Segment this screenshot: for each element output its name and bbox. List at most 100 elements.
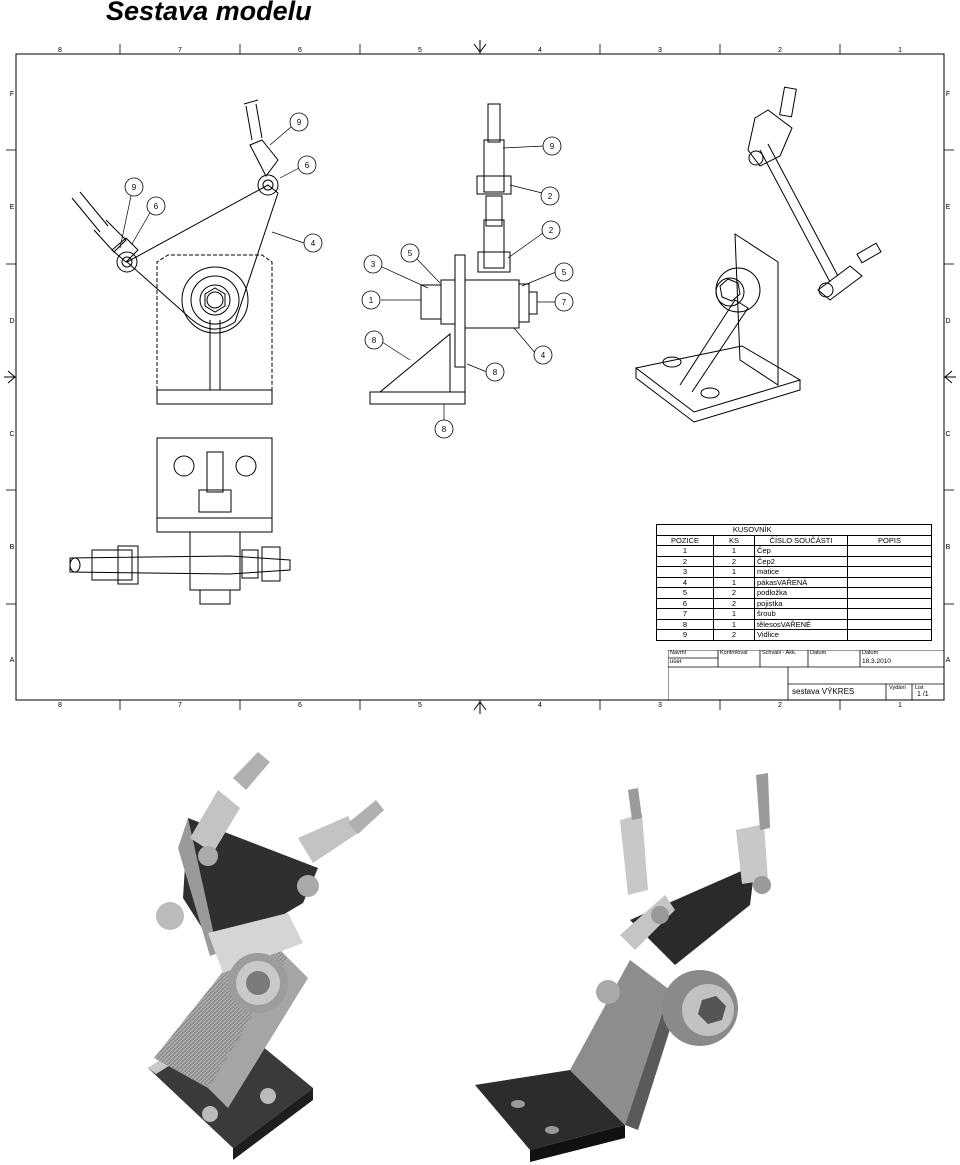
zone-col-4-bottom: 4	[538, 702, 542, 709]
zone-col-7-top: 7	[178, 47, 182, 54]
zone-col-8-bottom: 8	[58, 702, 62, 709]
zone-col-4-top: 4	[538, 47, 542, 54]
designed-label: Navrhl	[670, 650, 686, 656]
drawing-name: sestava VÝKRES	[792, 687, 855, 696]
zone-row-c-right: C	[945, 431, 950, 438]
svg-text:8: 8	[372, 336, 377, 345]
svg-text:2: 2	[549, 226, 554, 235]
zone-col-2-top: 2	[778, 47, 782, 54]
svg-text:9: 9	[550, 142, 555, 151]
svg-text:5: 5	[562, 268, 567, 277]
zone-col-7-bottom: 7	[178, 702, 182, 709]
svg-text:7: 7	[562, 298, 567, 307]
balloon	[400, 243, 420, 263]
zone-row-d-left: D	[9, 318, 14, 325]
balloon	[124, 177, 144, 197]
balloon	[297, 155, 317, 175]
balloon	[554, 262, 574, 282]
zone-row-e-left: E	[10, 204, 15, 211]
designed-value: user	[670, 659, 682, 665]
zone-col-3-bottom: 3	[658, 702, 662, 709]
svg-text:3: 3	[371, 260, 376, 269]
bill-of-materials: KUSOVNÍK POZICE KS ČÍSLO SOUČÁSTI POPIS …	[656, 524, 932, 641]
balloon	[533, 345, 553, 365]
zone-row-a-left: A	[10, 657, 15, 664]
bom-header-desc: POPIS	[847, 534, 932, 546]
zone-col-3-top: 3	[658, 47, 662, 54]
balloon	[542, 136, 562, 156]
top-view	[69, 437, 291, 605]
svg-text:5: 5	[408, 249, 413, 258]
balloon	[361, 290, 381, 310]
balloon	[303, 233, 323, 253]
svg-text:6: 6	[154, 202, 159, 211]
sheet-count-label: List	[915, 685, 924, 691]
zone-col-6-top: 6	[298, 47, 302, 54]
zone-row-d-right: D	[945, 318, 950, 325]
zone-col-6-bottom: 6	[298, 702, 302, 709]
balloon	[540, 186, 560, 206]
side-view	[71, 99, 279, 405]
bom-header-part: ČÍSLO SOUČÁSTI	[754, 534, 848, 546]
date-label-2: Datum	[862, 650, 879, 656]
balloon	[541, 220, 561, 240]
svg-text:6: 6	[305, 161, 310, 170]
svg-text:9: 9	[132, 183, 137, 192]
side-view-leaders	[119, 126, 305, 249]
balloon	[485, 362, 505, 382]
checked-label: Kontroloval	[720, 650, 748, 656]
zone-col-1-top: 1	[898, 47, 902, 54]
balloon	[146, 196, 166, 216]
bom-header-pos: POZICE	[656, 534, 714, 546]
svg-text:9: 9	[297, 118, 302, 127]
date-label-1: Datum	[810, 650, 827, 656]
svg-text:8: 8	[493, 368, 498, 377]
balloon	[289, 112, 309, 132]
zone-col-5-bottom: 5	[418, 702, 422, 709]
bom-title: KUSOVNÍK	[656, 524, 848, 536]
svg-text:4: 4	[541, 351, 546, 360]
svg-text:1: 1	[369, 296, 374, 305]
balloon	[434, 419, 454, 439]
zone-row-e-right: E	[946, 204, 951, 211]
approved-label: Schválil - Akk.	[762, 650, 797, 656]
date-value: 18.3.2010	[862, 658, 891, 665]
side-view-balloons: 9 6 9 6 4	[124, 112, 323, 253]
zone-col-1-bottom: 1	[898, 702, 902, 709]
render-left-image	[148, 752, 384, 1160]
svg-text:2: 2	[548, 192, 553, 201]
balloon	[363, 254, 383, 274]
sheet-value: 1 /1	[917, 691, 929, 698]
drawing-sheet: 9 6 9 6 4 9 2 2	[4, 40, 956, 714]
balloon	[554, 292, 574, 312]
svg-text:8: 8	[442, 425, 447, 434]
zone-row-f-left: F	[10, 91, 14, 98]
render-right-image	[475, 773, 771, 1162]
front-view-balloons: 9 2 2 3 5 5 1 7 8 4 8 8	[361, 136, 574, 439]
zone-row-f-right: F	[946, 91, 950, 98]
bom-header-qty: KS	[713, 534, 755, 546]
sheet-label: Vydání	[889, 685, 906, 691]
front-view-leaders	[379, 145, 557, 420]
svg-text:4: 4	[311, 239, 316, 248]
zone-row-b-left: B	[10, 544, 15, 551]
zone-row-b-right: B	[946, 544, 951, 551]
balloon	[364, 330, 384, 350]
zone-col-8-top: 8	[58, 47, 62, 54]
front-view	[369, 103, 538, 405]
zone-row-a-right: A	[946, 657, 951, 664]
zone-col-5-top: 5	[418, 47, 422, 54]
isometric-view	[634, 86, 882, 423]
page-title: Sestava modelu	[106, 0, 312, 26]
zone-row-c-left: C	[9, 431, 14, 438]
zone-col-2-bottom: 2	[778, 702, 782, 709]
